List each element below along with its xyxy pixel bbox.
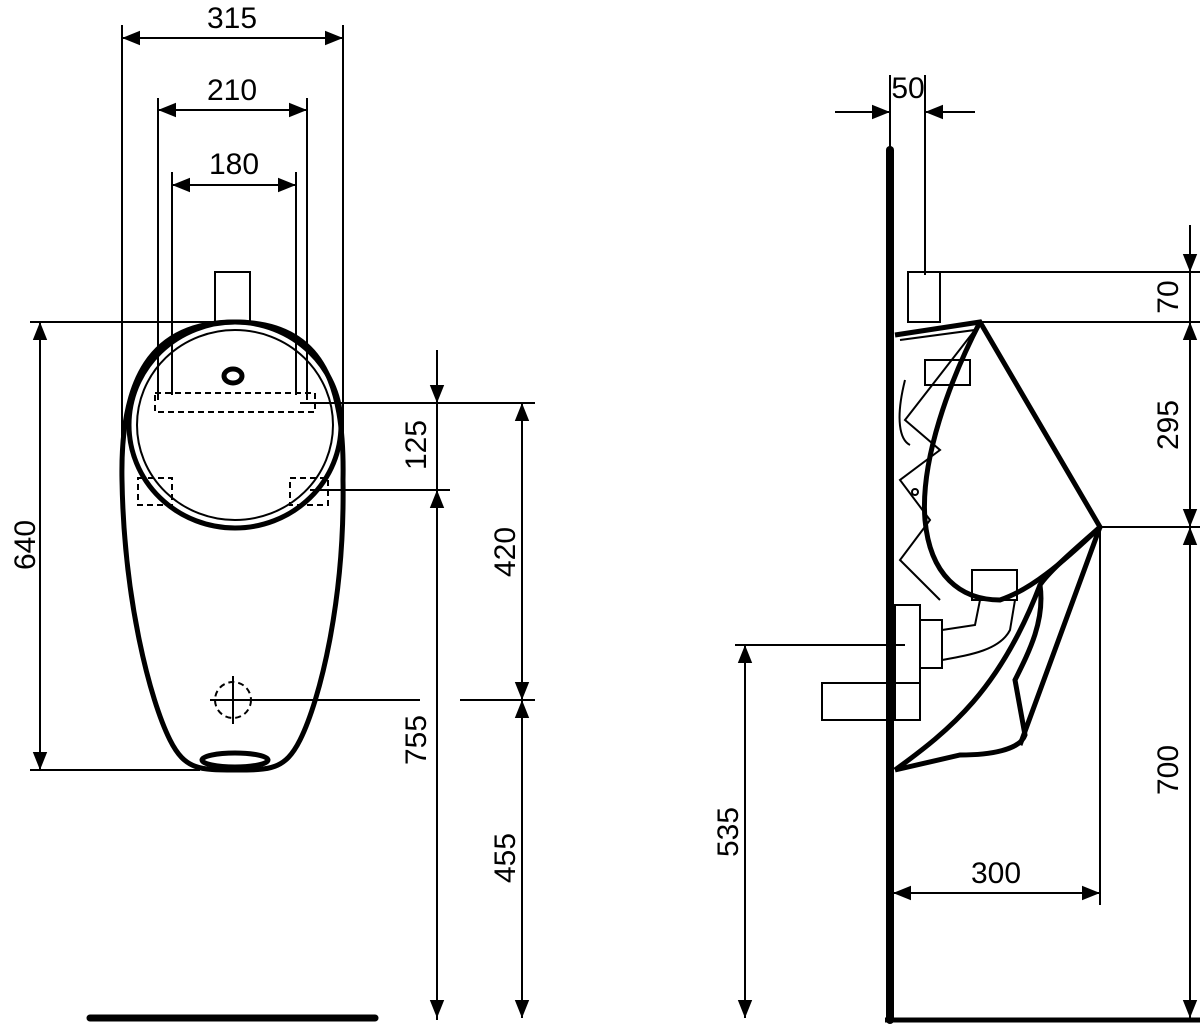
lower-bracket-right-hidden: [289, 477, 329, 506]
rim-ring-outer: [126, 319, 344, 531]
side-view: 50 70 295 700 535 300: [712, 72, 1200, 1024]
dim-755: 755: [400, 715, 433, 765]
dim-50: 50: [891, 72, 924, 105]
upper-bracket-hidden: [154, 392, 316, 413]
bottom-slot: [199, 750, 271, 770]
siphon-trap: [971, 569, 1018, 601]
dim-295: 295: [1152, 400, 1185, 450]
inlet-spout: [214, 271, 251, 323]
dim-300: 300: [971, 857, 1021, 890]
rim-ring-inner: [136, 329, 334, 521]
outlet-connector: [894, 604, 921, 721]
bowl-lower-face: [893, 526, 1103, 773]
outlet-pipe: [821, 682, 921, 721]
dim-210: 210: [207, 74, 257, 107]
dim-640: 640: [9, 520, 42, 570]
dim-420: 420: [489, 527, 522, 577]
dim-700: 700: [1152, 745, 1185, 795]
dim-535: 535: [712, 807, 745, 857]
dim-70: 70: [1152, 280, 1185, 313]
dim-180: 180: [209, 148, 259, 181]
valve-body: [924, 359, 971, 386]
dim-455: 455: [489, 833, 522, 883]
urinal-side-outline: [894, 319, 1104, 773]
front-view: 315 210 180 640 125 755 420 455: [9, 2, 535, 1022]
dim-125: 125: [400, 420, 433, 470]
inlet-spout-side: [907, 271, 941, 323]
bowl-inner: [921, 320, 1102, 603]
siphon-pipe: [941, 599, 1017, 661]
hidden-structure: [898, 328, 978, 601]
dim-315: 315: [207, 2, 257, 35]
outlet-coupling: [919, 619, 943, 669]
inlet-hole: [221, 366, 245, 386]
